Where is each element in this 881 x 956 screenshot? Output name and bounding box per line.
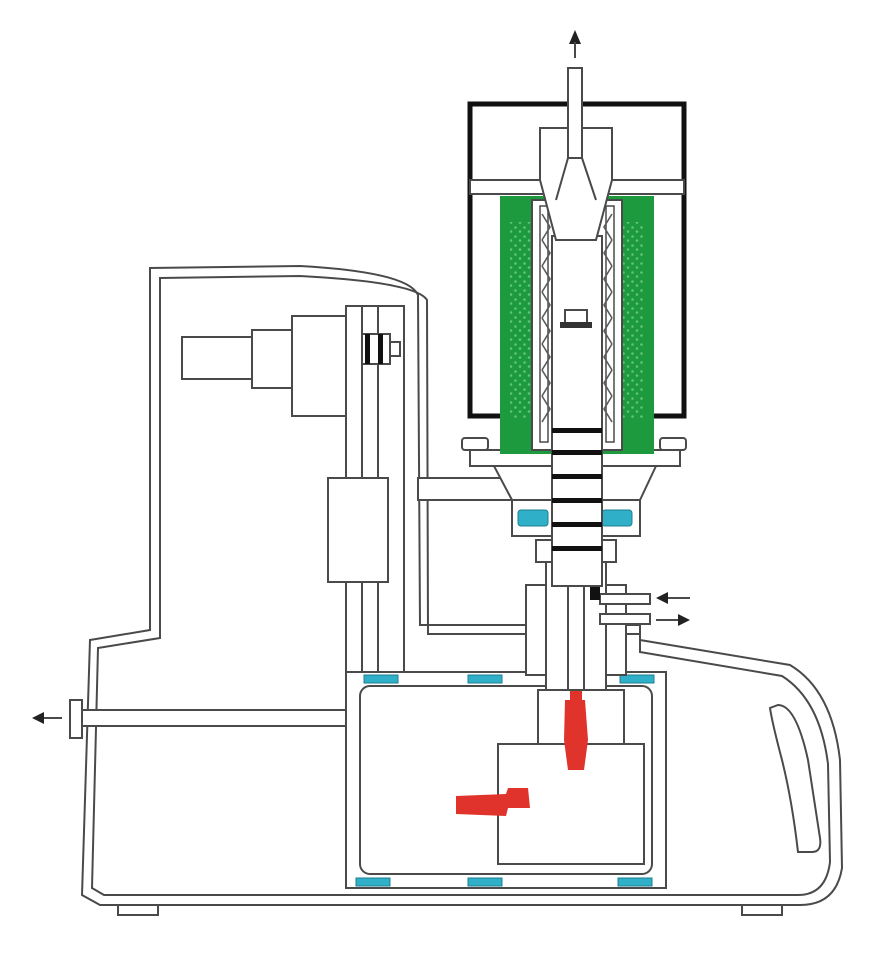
- drive-assembly: [181, 305, 521, 673]
- pulley-axle: [389, 341, 401, 357]
- chamber-seal-top-1: [363, 674, 399, 684]
- radiation-shield-2: [552, 450, 602, 455]
- sample-pan-base: [560, 322, 592, 328]
- motor-coupling: [251, 329, 293, 389]
- sample-chamber: [345, 671, 667, 889]
- radiation-shield-6: [552, 546, 602, 551]
- gas-fitting: [590, 582, 600, 600]
- pulley-band-1: [365, 334, 370, 364]
- heater-spiral: [541, 213, 613, 423]
- heater-tube-inner-right: [605, 205, 615, 443]
- radiation-shield-4: [552, 498, 602, 503]
- housing-inner-outline: [90, 274, 832, 896]
- gear-block: [327, 477, 389, 583]
- mount-knob-left: [461, 437, 489, 451]
- vacuum-tube: [79, 709, 357, 727]
- housing-right-slot: [768, 703, 822, 853]
- arrow-left-icon: [656, 592, 668, 604]
- foot-right: [741, 904, 783, 916]
- gas-inlet-pipe: [599, 593, 651, 605]
- gas-outlet-pipe: [599, 613, 651, 625]
- chamber-seal-top-2: [467, 674, 503, 684]
- vacuum-flange: [69, 699, 83, 739]
- exhaust-pipe: [567, 67, 583, 159]
- vacuum-port: [32, 699, 357, 739]
- radiation-shield-5: [552, 522, 602, 527]
- radiation-shields: [552, 428, 602, 551]
- chamber-seal-bottom-1: [355, 877, 391, 887]
- sample-holder-vertical-cap: [570, 690, 582, 702]
- arrow-up-icon: [569, 30, 581, 44]
- housing-outer-outline: [80, 264, 844, 906]
- sample-holder-vertical: [564, 700, 588, 770]
- top-exhaust-tube: [539, 127, 613, 241]
- radiation-shield-3: [552, 474, 602, 479]
- chamber-seal-top-3: [619, 674, 655, 684]
- heater-tube-inner-left: [539, 205, 549, 443]
- pulley-band-2: [378, 334, 383, 364]
- chamber-seal-bottom-3: [617, 877, 653, 887]
- insulation-dotted-right: [622, 222, 644, 418]
- mount-seal-left: [517, 509, 549, 527]
- mount-seal-right: [601, 509, 633, 527]
- arrow-right-icon: [678, 614, 690, 626]
- motor-body: [181, 336, 253, 380]
- mount-knob-right: [659, 437, 687, 451]
- heater-coil-right: [603, 213, 613, 423]
- heater-coil-left: [541, 213, 551, 423]
- radiation-shield-1: [552, 428, 602, 433]
- outer-housing: [80, 264, 844, 916]
- inner-reaction-tube: [551, 235, 603, 587]
- insulation-dotted-left: [510, 222, 532, 418]
- furnace: [467, 30, 687, 587]
- foot-left: [117, 904, 159, 916]
- chamber-seal-bottom-2: [467, 877, 503, 887]
- arrow-left-icon: [32, 712, 44, 724]
- exhaust-funnel: [555, 157, 597, 201]
- motor-flange: [291, 315, 349, 417]
- sample-holder-horizontal: [456, 788, 530, 816]
